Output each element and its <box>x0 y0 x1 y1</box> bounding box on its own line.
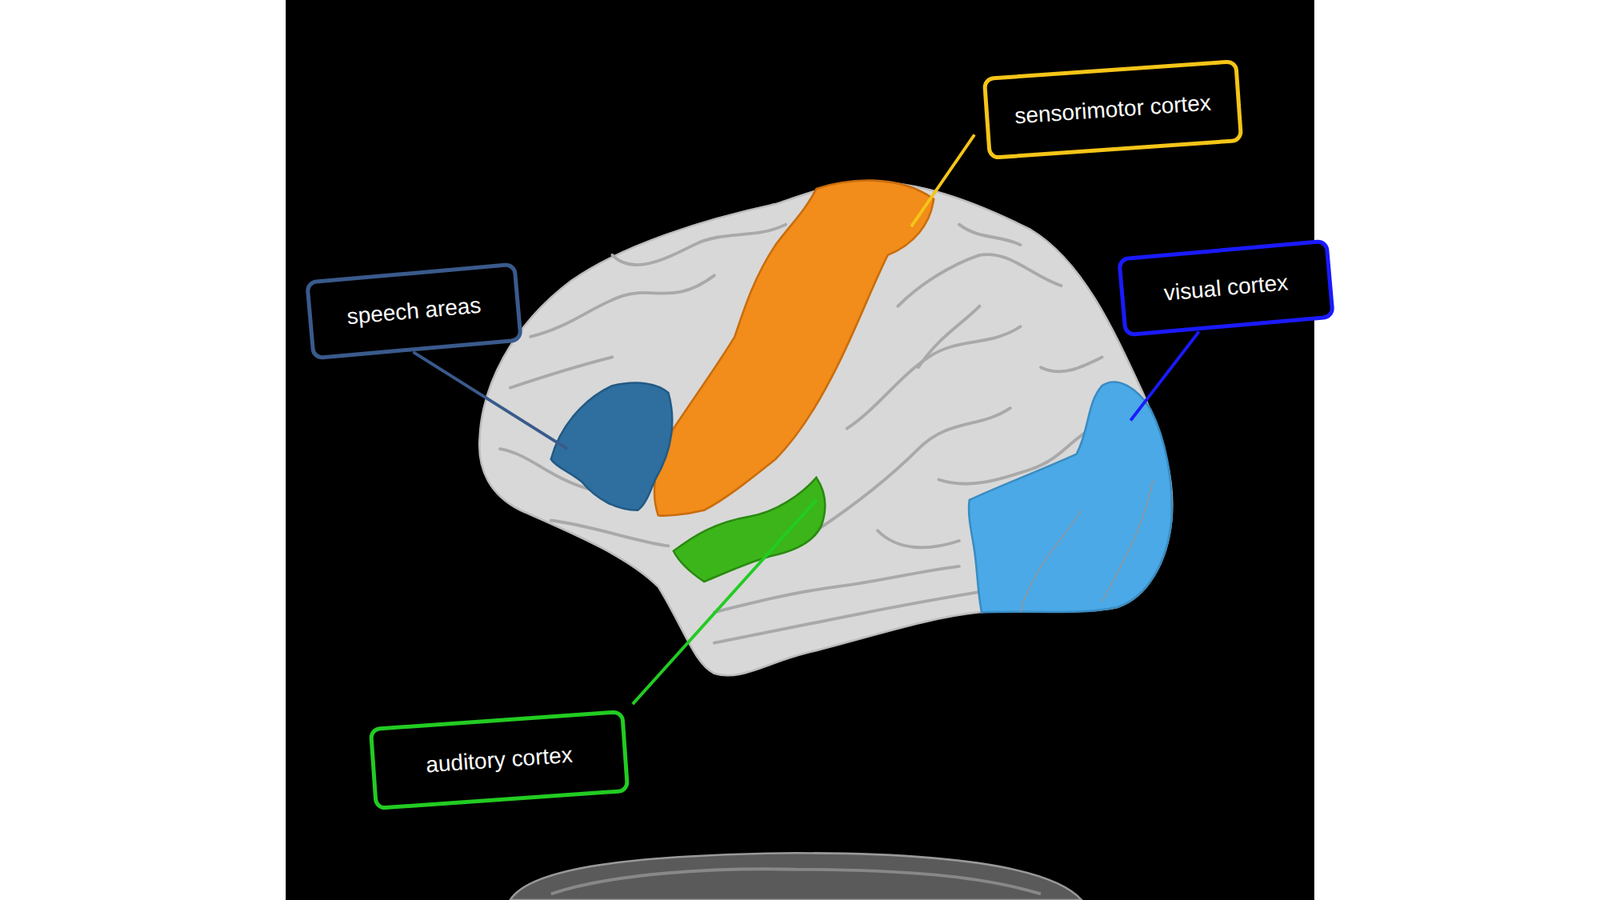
leader-line <box>632 500 817 704</box>
visual-region <box>968 382 1172 613</box>
mri-slice <box>510 852 1082 900</box>
callout-label: auditory cortex <box>424 741 574 779</box>
leader-line <box>911 134 975 227</box>
callout-box: visual cortex <box>1116 239 1336 338</box>
callout-label: sensorimotor cortex <box>1013 89 1212 131</box>
leader-line <box>1130 332 1199 421</box>
auditory-region <box>673 477 826 582</box>
callout-box: speech areas <box>304 262 524 361</box>
callout-box: auditory cortex <box>368 709 630 811</box>
callout-label: visual cortex <box>1162 268 1289 307</box>
speech-region <box>551 383 672 511</box>
callout-box: sensorimotor cortex <box>982 59 1244 160</box>
region-border <box>1020 479 1154 612</box>
mri-detail <box>551 868 1041 894</box>
sensorimotor-region <box>654 180 934 516</box>
leader-line <box>413 352 568 449</box>
callout-label: speech areas <box>345 292 482 331</box>
black-panel <box>285 0 1315 900</box>
